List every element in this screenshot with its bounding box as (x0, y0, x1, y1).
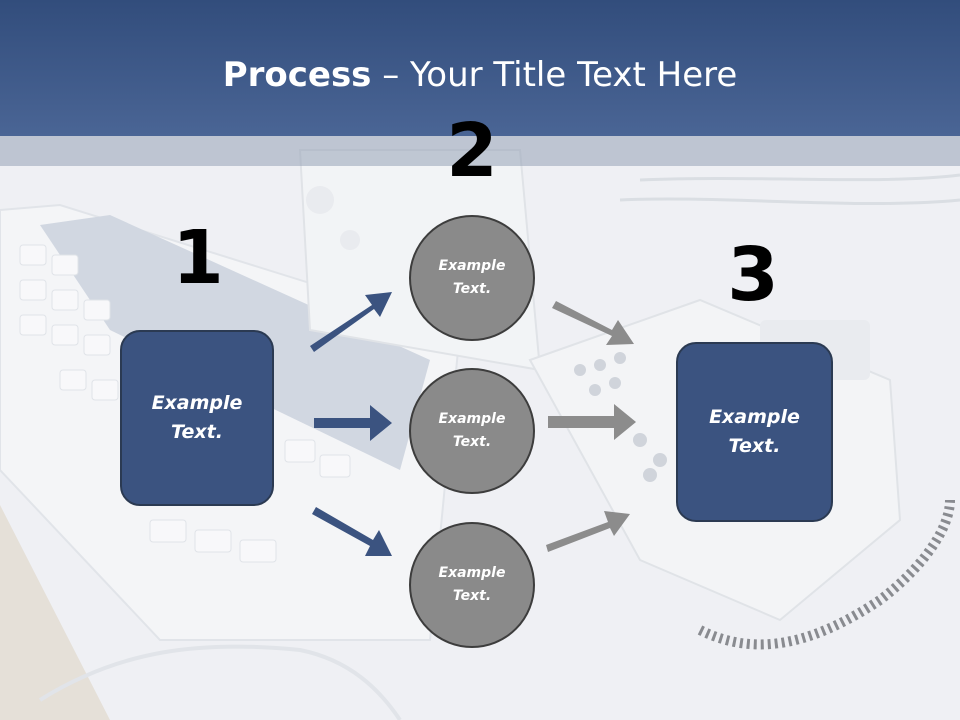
arrow-start-to-circle-2[interactable] (314, 405, 392, 441)
slide-title[interactable]: Process – Your Title Text Here (0, 50, 960, 100)
step-number-2: 2 (446, 108, 498, 194)
arrow-circle-3-to-end[interactable] (546, 511, 630, 552)
header-band (0, 136, 960, 166)
process-circle-1[interactable]: Example Text. (409, 215, 535, 341)
process-circle-2-text: Example Text. (438, 411, 506, 450)
process-box-end-text: Example Text. (709, 406, 800, 457)
arrow-circle-1-to-end[interactable] (552, 301, 634, 345)
title-bar (0, 0, 960, 136)
arrow-start-to-circle-1[interactable] (310, 292, 392, 352)
step-number-3: 3 (727, 232, 779, 318)
arrow-circle-2-to-end[interactable] (548, 404, 636, 440)
process-circle-1-text: Example Text. (438, 258, 506, 297)
process-box-start[interactable]: Example Text. (120, 330, 274, 506)
process-box-start-text: Example Text. (151, 392, 243, 443)
arrow-start-to-circle-3[interactable] (312, 507, 392, 556)
title-rest: – Your Title Text Here (371, 55, 738, 95)
step-number-1: 1 (172, 215, 224, 301)
process-circle-3[interactable]: Example Text. (409, 522, 535, 648)
process-circle-3-text: Example Text. (438, 565, 506, 604)
process-circle-2[interactable]: Example Text. (409, 368, 535, 494)
process-box-end[interactable]: Example Text. (676, 342, 833, 522)
title-bold: Process (222, 55, 372, 95)
